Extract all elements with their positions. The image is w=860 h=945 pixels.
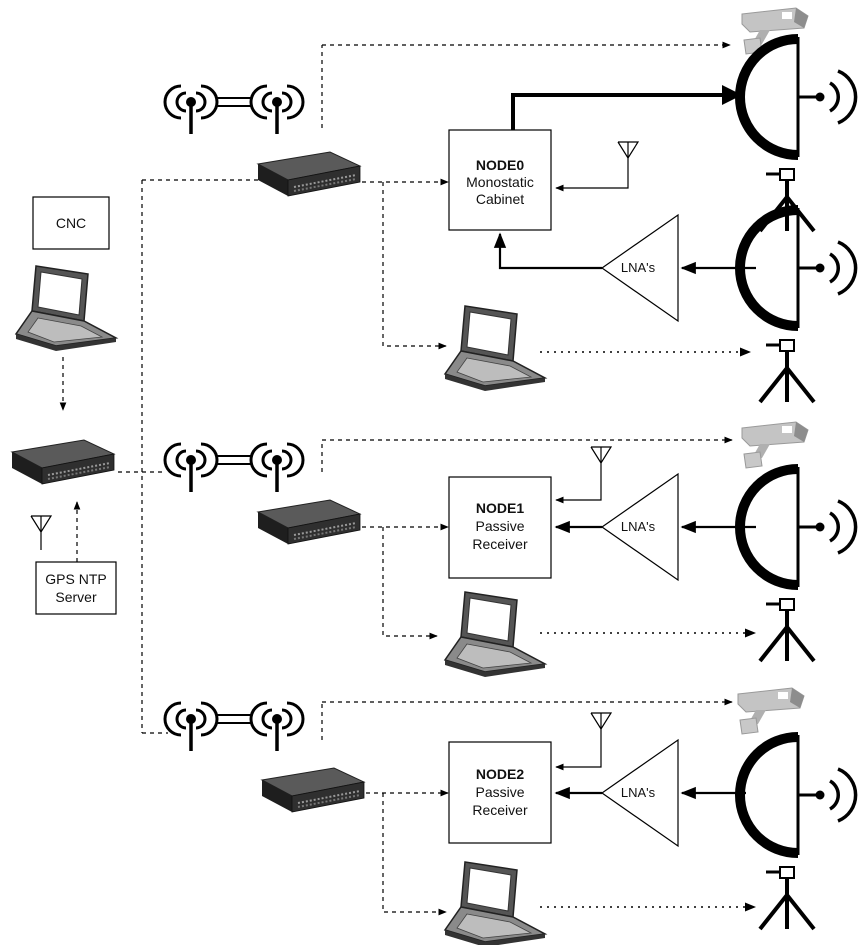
switch-icon-2 [261, 767, 365, 813]
satellite-dish-icon-2 [740, 735, 856, 929]
laptop-icon-2 [444, 861, 546, 945]
node2-id: NODE2 [476, 766, 524, 782]
laptop-icon-0 [444, 305, 546, 392]
satellite-dish-icon-0a [740, 37, 856, 231]
lna-label-0: LNA's [621, 260, 656, 275]
node1-line2: Receiver [472, 536, 528, 552]
node1-box: NODE1 Passive Receiver [448, 476, 552, 579]
gps-antenna-icon [30, 515, 52, 551]
wireless-bridge-icon-0 [163, 84, 305, 136]
node2-antenna-icon [590, 712, 612, 748]
node0-box: NODE0 Monostatic Cabinet [448, 129, 552, 231]
laptop-icon-1 [444, 591, 546, 678]
node0-transmit-link [511, 85, 742, 130]
cnc-label: CNC [56, 215, 86, 231]
switch-1-to-laptop-link [382, 527, 438, 640]
lna-amplifier-0: LNA's [600, 213, 679, 323]
lna-amplifier-1: LNA's [600, 472, 679, 582]
wireless-bridge-icon-2 [163, 701, 305, 753]
switch-icon-1 [257, 499, 361, 545]
lna-0-to-node0-link [493, 232, 602, 270]
node2-box: NODE2 Passive Receiver [448, 741, 552, 844]
node1-line1: Passive [475, 518, 524, 534]
node2-line1: Passive [475, 784, 524, 800]
main-switch-icon [11, 439, 115, 485]
switch-2-to-laptop-link [382, 793, 447, 916]
cnc-box: CNC [32, 196, 110, 250]
node0-antenna-icon [617, 141, 639, 177]
satellite-dish-icon-1 [740, 467, 856, 661]
node1-antenna-icon [590, 446, 612, 482]
gps-label-line1: GPS NTP [45, 571, 106, 587]
node2-line2: Receiver [472, 802, 528, 818]
trunk-links [118, 179, 258, 734]
switch-icon-0 [257, 151, 361, 197]
node1-id: NODE1 [476, 500, 524, 516]
cnc-laptop-icon [15, 265, 117, 352]
satellite-dish-icon-0b [740, 208, 856, 402]
node0-id: NODE0 [476, 157, 524, 173]
wireless-bridge-icon-1 [163, 442, 305, 494]
gps-label-line2: Server [55, 589, 97, 605]
security-camera-icon-2 [737, 687, 805, 735]
switch-0-to-laptop-link [382, 182, 447, 350]
gps-ntp-server-box: GPS NTP Server [35, 561, 117, 615]
lna-label-1: LNA's [621, 519, 656, 534]
lna-amplifier-2: LNA's [600, 738, 679, 848]
node0-line2: Cabinet [476, 191, 524, 207]
lna-label-2: LNA's [621, 785, 656, 800]
security-camera-icon-1 [741, 421, 809, 469]
node0-antenna-link [555, 176, 629, 192]
node0-line1: Monostatic [466, 174, 534, 190]
node1-antenna-link [555, 481, 602, 504]
node2-antenna-link [555, 747, 602, 771]
